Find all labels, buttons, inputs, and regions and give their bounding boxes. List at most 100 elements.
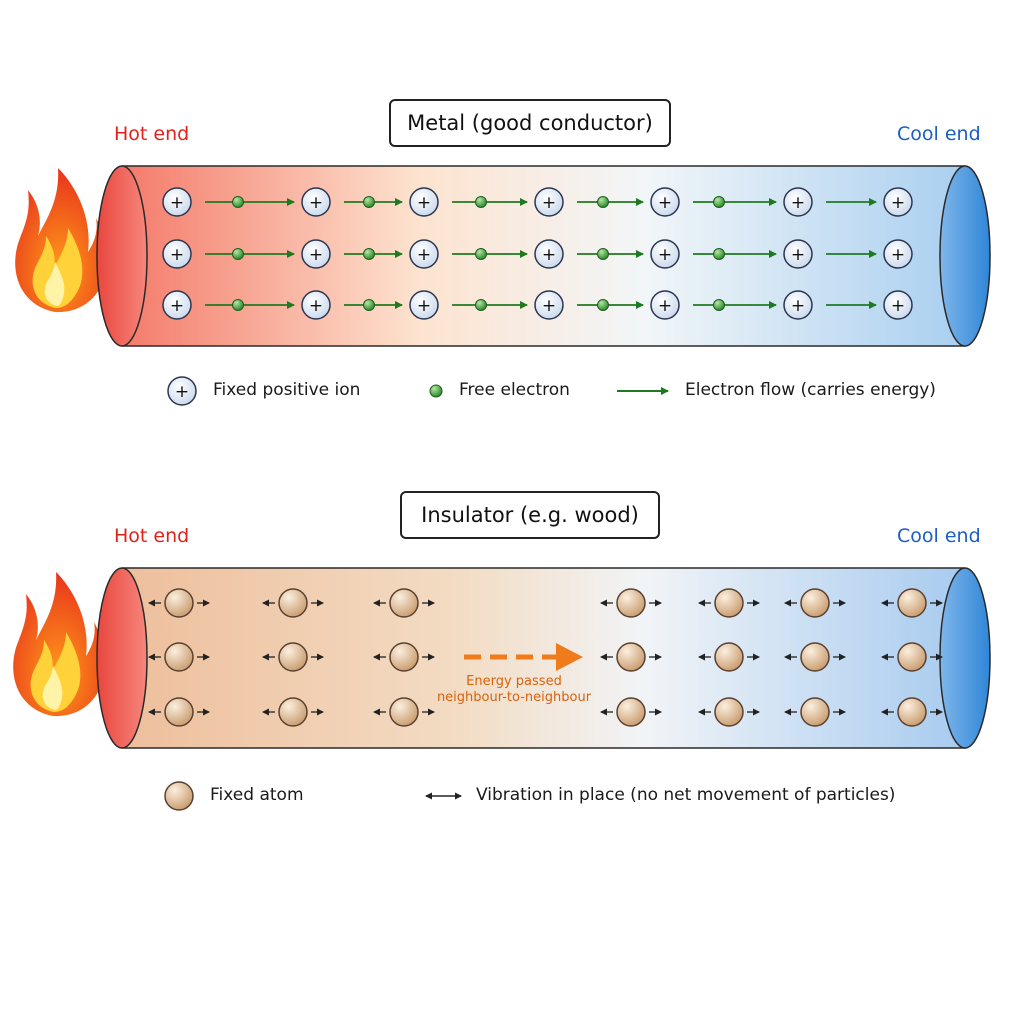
atom-icon bbox=[714, 588, 744, 618]
ion-icon: + bbox=[409, 290, 439, 320]
insulator-cool-cap bbox=[939, 567, 991, 749]
atom-icon bbox=[616, 588, 646, 618]
metal-flame-icon bbox=[15, 168, 107, 313]
electron-icon bbox=[232, 248, 244, 260]
energy-label-line1: Energy passed bbox=[466, 674, 562, 689]
electron-icon bbox=[475, 196, 487, 208]
electron-icon bbox=[597, 299, 609, 311]
atom-icon bbox=[800, 697, 830, 727]
electron-icon bbox=[713, 248, 725, 260]
ion-icon: + bbox=[534, 290, 564, 320]
svg-text:+: + bbox=[417, 245, 431, 265]
svg-text:+: + bbox=[658, 296, 672, 316]
svg-text:+: + bbox=[309, 193, 323, 213]
legend-electron-label: Free electron bbox=[459, 380, 570, 400]
insulator-particles bbox=[148, 588, 943, 727]
metal-cool-cap bbox=[939, 165, 991, 347]
ion-icon: + bbox=[883, 290, 913, 320]
svg-text:+: + bbox=[175, 382, 189, 402]
insulator-legend bbox=[164, 781, 462, 811]
metal-title: Metal (good conductor) bbox=[389, 99, 671, 147]
legend-atom-label: Fixed atom bbox=[210, 785, 304, 805]
svg-text:+: + bbox=[309, 296, 323, 316]
atom-icon bbox=[389, 697, 419, 727]
ion-icon: + bbox=[783, 290, 813, 320]
ion-icon: + bbox=[301, 290, 331, 320]
electron-icon bbox=[475, 299, 487, 311]
electron-icon bbox=[363, 248, 375, 260]
metal-cool-end-label: Cool end bbox=[897, 123, 981, 145]
metal-hot-end-label: Hot end bbox=[114, 123, 190, 145]
svg-text:+: + bbox=[309, 245, 323, 265]
legend-flow-label: Electron flow (carries energy) bbox=[685, 380, 936, 400]
svg-text:+: + bbox=[891, 245, 905, 265]
insulator-title: Insulator (e.g. wood) bbox=[400, 491, 660, 539]
electron-icon bbox=[475, 248, 487, 260]
svg-text:+: + bbox=[417, 296, 431, 316]
ion-icon: + bbox=[301, 239, 331, 269]
atom-icon bbox=[897, 642, 927, 672]
atom-icon bbox=[278, 697, 308, 727]
insulator-flame-icon bbox=[13, 572, 105, 717]
legend-atom-icon bbox=[164, 781, 194, 811]
ion-icon: + bbox=[409, 187, 439, 217]
electron-icon bbox=[363, 196, 375, 208]
ion-icon: + bbox=[409, 239, 439, 269]
ion-icon: + bbox=[162, 290, 192, 320]
atom-icon bbox=[897, 588, 927, 618]
ion-icon: + bbox=[650, 239, 680, 269]
atom-icon bbox=[164, 642, 194, 672]
metal-particles: + + + + + + + + + + + + + + + + + + + + + bbox=[162, 187, 913, 320]
atom-icon bbox=[616, 697, 646, 727]
legend-electron-icon bbox=[429, 384, 443, 398]
svg-text:+: + bbox=[658, 193, 672, 213]
ion-icon: + bbox=[301, 187, 331, 217]
atom-icon bbox=[389, 642, 419, 672]
atom-icon bbox=[389, 588, 419, 618]
electron-icon bbox=[232, 196, 244, 208]
insulator-hot-cap bbox=[96, 567, 148, 749]
atom-icon bbox=[164, 588, 194, 618]
svg-text:+: + bbox=[417, 193, 431, 213]
svg-text:+: + bbox=[791, 245, 805, 265]
atom-icon bbox=[164, 697, 194, 727]
svg-text:+: + bbox=[658, 245, 672, 265]
electron-icon bbox=[597, 196, 609, 208]
ion-icon: + bbox=[162, 239, 192, 269]
ion-icon: + bbox=[883, 239, 913, 269]
atom-icon bbox=[278, 588, 308, 618]
legend-ion-icon: + bbox=[167, 376, 197, 406]
metal-hot-cap bbox=[96, 165, 148, 347]
atom-icon bbox=[616, 642, 646, 672]
ion-icon: + bbox=[650, 187, 680, 217]
svg-text:+: + bbox=[791, 193, 805, 213]
electron-icon bbox=[713, 299, 725, 311]
svg-text:+: + bbox=[170, 245, 184, 265]
svg-text:+: + bbox=[542, 296, 556, 316]
atom-icon bbox=[714, 642, 744, 672]
legend-vibration-label: Vibration in place (no net movement of p… bbox=[476, 785, 896, 805]
svg-text:+: + bbox=[170, 193, 184, 213]
energy-label-line2: neighbour-to-neighbour bbox=[437, 690, 592, 705]
electron-icon bbox=[232, 299, 244, 311]
atom-icon bbox=[800, 588, 830, 618]
atom-icon bbox=[714, 697, 744, 727]
electron-icon bbox=[363, 299, 375, 311]
svg-text:+: + bbox=[791, 296, 805, 316]
ion-icon: + bbox=[883, 187, 913, 217]
ion-icon: + bbox=[534, 239, 564, 269]
ion-icon: + bbox=[650, 290, 680, 320]
svg-text:+: + bbox=[891, 296, 905, 316]
svg-text:+: + bbox=[170, 296, 184, 316]
metal-legend: + bbox=[167, 376, 669, 406]
ion-icon: + bbox=[534, 187, 564, 217]
svg-text:+: + bbox=[542, 245, 556, 265]
ion-icon: + bbox=[783, 239, 813, 269]
ion-icon: + bbox=[162, 187, 192, 217]
atom-icon bbox=[897, 697, 927, 727]
electron-icon bbox=[597, 248, 609, 260]
electron-icon bbox=[713, 196, 725, 208]
ion-icon: + bbox=[783, 187, 813, 217]
svg-text:+: + bbox=[891, 193, 905, 213]
